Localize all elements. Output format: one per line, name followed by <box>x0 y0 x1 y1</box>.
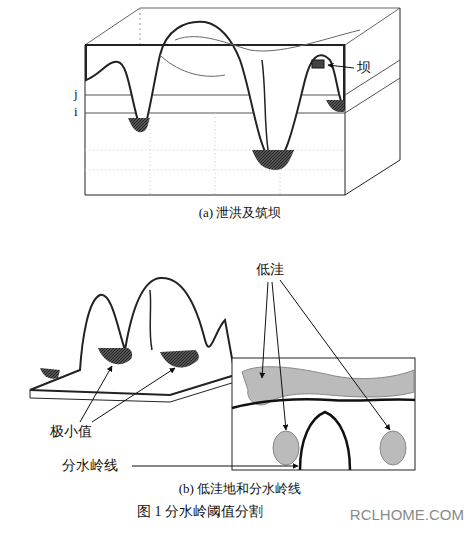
dam-label: 坝 <box>357 60 371 76</box>
plane-label: j <box>74 87 78 102</box>
depression-label: 低洼 <box>256 262 284 278</box>
watershed-label: 分水岭线 <box>62 458 118 474</box>
figure-caption: 图 1 分水岭阈值分割 <box>137 504 263 520</box>
watermark: RCLHOME.COM <box>350 506 464 523</box>
plane-label: i <box>74 105 78 120</box>
subfigure-caption: (a) 泄洪及筑坝 <box>199 206 282 221</box>
minimum-label: 极小值 <box>50 424 92 440</box>
subfigure-caption: (b) 低洼地和分水岭线 <box>179 482 301 497</box>
